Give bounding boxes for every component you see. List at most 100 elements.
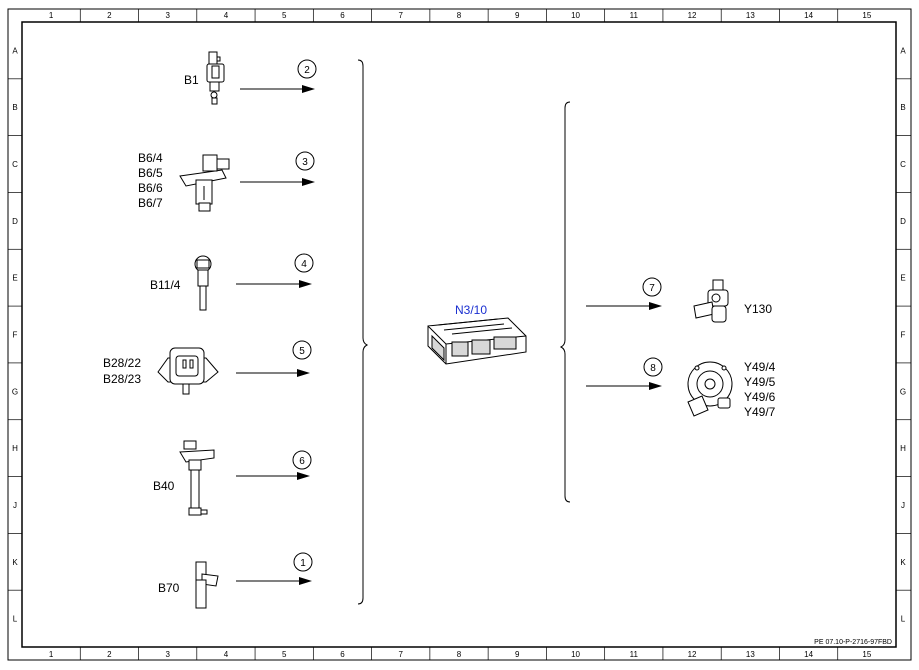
grid-column-label: 7 [399,11,404,20]
sensor-b70: B70 1 [158,552,313,609]
grid-row-label: A [12,46,18,55]
b40-oil-sensor-icon [179,440,215,516]
grid-column-label: 3 [165,650,170,659]
grid-row-label: B [12,103,17,112]
callout-6-number: 6 [299,456,305,467]
callout-2-number: 2 [304,65,310,76]
grid-column-label: 6 [340,11,345,20]
b70-crankshaft-sensor-icon [195,561,219,609]
grid-column-label: 13 [746,11,755,20]
grid-column-label: 13 [746,650,755,659]
label-y49-5: Y49/5 [744,375,776,389]
label-b28-23: B28/23 [103,372,141,386]
grid-column-label: 9 [515,11,520,20]
grid-row-label: E [12,274,17,283]
sensor-b11-4: B11/4 4 [150,253,314,311]
output-brace [559,101,571,503]
callout-3 [295,151,315,171]
grid-column-label: 12 [688,650,697,659]
grid-column-label: 1 [49,11,54,20]
grid-row-label: D [12,217,18,226]
grid-column-label: 8 [457,11,462,20]
grid-column-label: 4 [224,11,229,20]
grid-column-label: 11 [630,650,639,659]
grid-column-label: 1 [49,650,54,659]
label-b11-4: B11/4 [150,278,181,292]
label-b6-7: B6/7 [138,196,163,210]
grid-row-label: J [13,501,17,510]
y49-camshaft-solenoid-icon [687,361,733,417]
grid-column-label: 2 [107,11,112,20]
grid-row-label: H [900,444,906,453]
inner-frame [21,21,897,648]
grid-row-label: F [901,331,906,340]
arrow-y49 [649,382,662,390]
b11-temperature-sensor-icon [194,255,212,311]
grid-row-label: J [901,501,905,510]
grid-column-label: 14 [804,11,813,20]
grid-row-label: G [12,387,18,396]
callout-4 [294,253,314,273]
grid-column-label: 14 [804,650,813,659]
grid-row-label: C [900,160,906,169]
control-unit-n3-10: N3/10 [427,303,527,365]
arrow-b40 [297,472,310,480]
document-reference: PE 07.10-P-2716-97FBD [814,639,892,646]
callout-7 [642,277,662,297]
grid-column-label: 11 [630,11,639,20]
callout-1 [293,552,313,572]
label-y49-4: Y49/4 [744,360,776,374]
actuator-y130: 7 Y130 [586,277,772,323]
grid-column-label: 5 [282,650,287,659]
label-b1: B1 [184,73,199,87]
sensor-b40: B40 6 [153,440,312,516]
grid-column-label: 7 [399,650,404,659]
label-b40: B40 [153,479,175,493]
grid-column-label: 2 [107,650,112,659]
callout-5 [292,340,312,360]
grid-row-label: A [900,46,906,55]
b1-sensor-icon [206,51,225,105]
label-y49-6: Y49/6 [744,390,776,404]
grid-row-label: C [12,160,18,169]
grid-column-label: 15 [862,11,871,20]
input-brace [357,59,369,605]
label-b6-6: B6/6 [138,181,163,195]
label-b70: B70 [158,581,180,595]
grid-row-label: G [900,387,906,396]
grid-column-label: 4 [224,650,229,659]
callout-4-number: 4 [301,259,307,270]
grid-column-label: 5 [282,11,287,20]
callout-3-number: 3 [302,157,308,168]
callout-1-number: 1 [300,558,306,569]
grid-row-label: E [900,274,905,283]
grid-row-label: B [900,103,905,112]
grid-labels: 1122334455667788991010111112121313141415… [12,11,906,659]
callout-8 [643,357,663,377]
grid-column-label: 8 [457,650,462,659]
grid-column-label: 6 [340,650,345,659]
grid-column-label: 15 [862,650,871,659]
arrow-y130 [649,302,662,310]
grid-column-label: 9 [515,650,520,659]
callout-2 [297,59,317,79]
ecu-module-icon [427,317,527,365]
arrow-b11 [299,280,312,288]
grid-column-label: 10 [571,11,580,20]
grid-row-label: D [900,217,906,226]
grid-row-label: L [13,615,18,624]
grid-row-label: H [12,444,18,453]
callout-7-number: 7 [649,283,655,294]
arrow-b6 [302,178,315,186]
grid-row-label: K [12,558,18,567]
grid-row-label: F [13,331,18,340]
arrow-b28 [297,369,310,377]
callout-6 [292,450,312,470]
callout-5-number: 5 [299,346,305,357]
sensor-b6: B6/4 B6/5 B6/6 B6/7 3 [138,151,315,212]
arrow-b70 [299,577,312,585]
label-b28-22: B28/22 [103,356,141,370]
actuator-y49: 8 Y49/4 Y49/5 Y49/6 Y49/7 [586,357,776,419]
b6-camshaft-sensor-icon [179,154,230,212]
label-y130: Y130 [744,302,772,316]
